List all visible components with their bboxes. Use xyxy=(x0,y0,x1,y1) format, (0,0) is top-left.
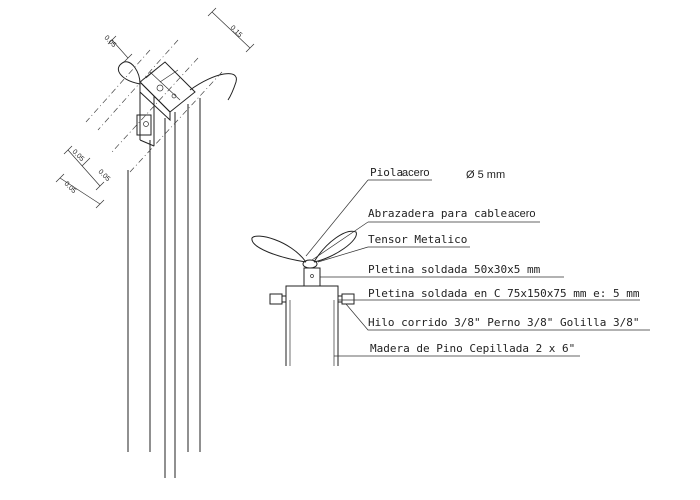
label-madera: Madera de Pino Cepillada 2 x 6" xyxy=(370,342,575,355)
leader-piola xyxy=(305,179,369,257)
label-abrazadera-material: acero xyxy=(508,208,536,220)
dim-top-right: 0.15 xyxy=(229,24,244,39)
right-detail: Piola acero Ø 5 mm Abrazadera para cable… xyxy=(251,166,650,366)
left-loop xyxy=(118,61,141,85)
label-pletina1: Pletina soldada 50x30x5 mm xyxy=(368,263,541,276)
small-plate xyxy=(303,267,321,287)
left-detail: 0.15 0.05 0.05 0.05 0.05 xyxy=(55,7,255,478)
tensor-loop-right xyxy=(313,230,357,263)
leader-hilo xyxy=(345,303,650,331)
label-piola-material: acero xyxy=(402,167,430,179)
label-abrazadera: Abrazadera para cable xyxy=(368,207,507,220)
tensor-loop-left xyxy=(251,235,307,263)
bolt-right xyxy=(341,293,355,305)
bracket xyxy=(136,61,196,147)
label-tensor: Tensor Metalico xyxy=(368,233,467,246)
center-line-3 xyxy=(129,71,223,173)
center-line-4 xyxy=(85,49,151,123)
leader-abrazadera xyxy=(311,221,369,261)
dim-line-left xyxy=(67,149,101,187)
label-piola: Piola xyxy=(370,166,403,179)
dim-left-middle: 0.05 xyxy=(97,168,112,183)
label-hilo: Hilo corrido 3/8" Perno 3/8" Golilla 3/8… xyxy=(368,316,640,329)
dim-line-top-left xyxy=(111,39,129,59)
center-line-2 xyxy=(111,57,199,153)
c-plate xyxy=(285,285,339,300)
right-loop xyxy=(189,73,237,101)
bolt-left xyxy=(269,293,283,305)
dim-line-top-right xyxy=(211,11,251,49)
dim-left-lower: 0.05 xyxy=(63,180,78,195)
label-pletina2: Pletina soldada en C 75x150x75 mm e: 5 m… xyxy=(368,287,640,300)
label-diameter: Ø 5 mm xyxy=(466,169,505,181)
center-line-1 xyxy=(97,39,179,131)
leader-tensor xyxy=(317,246,369,263)
clamp xyxy=(302,259,318,269)
